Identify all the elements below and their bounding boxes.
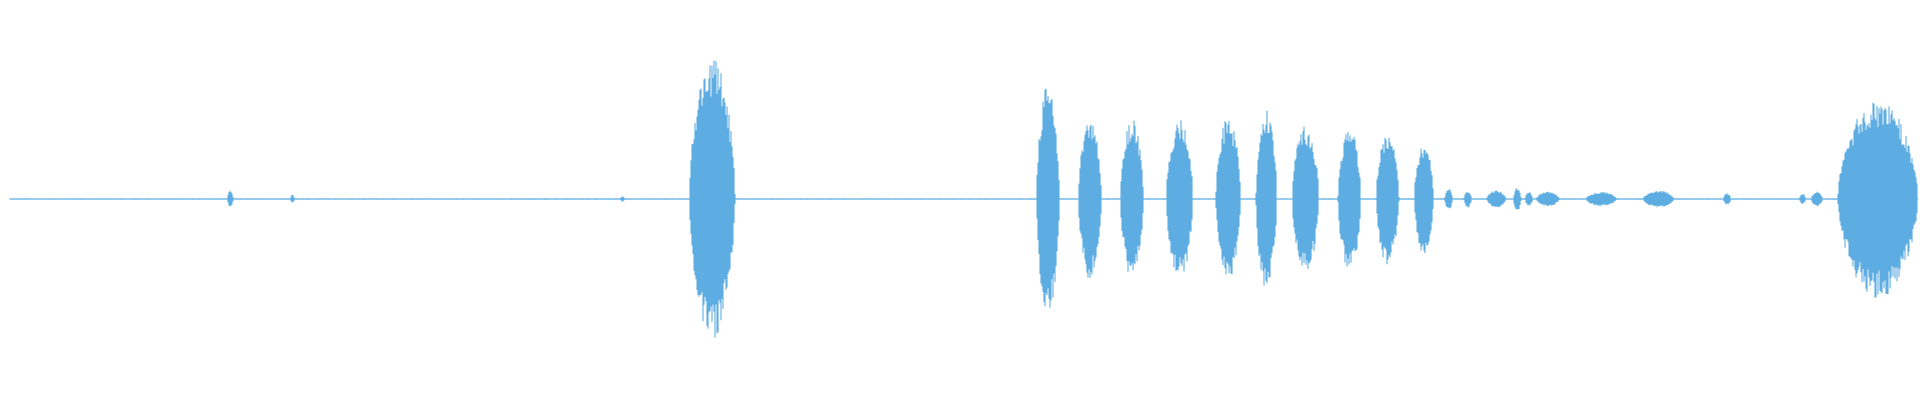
waveform-samples <box>9 60 1919 338</box>
waveform-path <box>9 60 1919 338</box>
